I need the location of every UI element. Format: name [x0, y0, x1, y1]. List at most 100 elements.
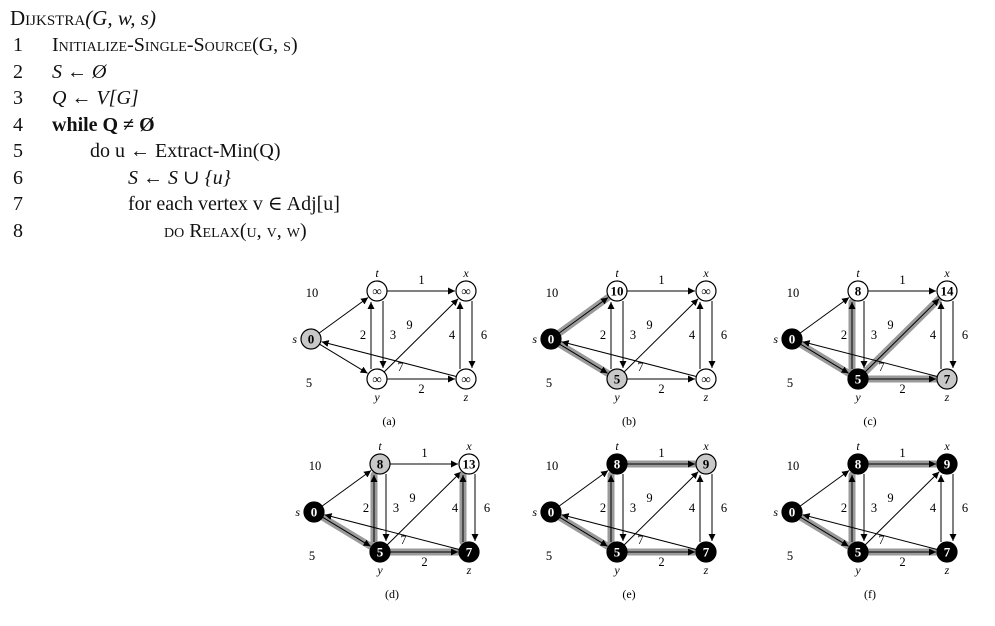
edge-weight-label: 7	[397, 360, 403, 374]
vertex-name: t	[615, 439, 619, 453]
panel-label: (e)	[622, 587, 635, 601]
edge-arrow	[864, 298, 940, 373]
edge-weight-label: 10	[546, 286, 559, 300]
vertex-node	[847, 280, 869, 302]
vertex-node	[606, 541, 628, 563]
edge-arrow	[623, 471, 699, 546]
edge-weight-label: 1	[899, 446, 905, 460]
vertex-name: t	[375, 266, 379, 280]
algorithm-title: Dijkstra(G, w, s)	[10, 4, 156, 32]
edge-weight-label: 9	[406, 318, 412, 332]
vertex-name: z	[463, 390, 469, 404]
edge-weight-label: 9	[409, 491, 415, 505]
vertex-name: t	[615, 266, 619, 280]
edge-weight-label: 6	[962, 501, 968, 515]
vertex-value: ∞	[701, 372, 710, 387]
edge-arrow	[324, 513, 460, 550]
vertex-value: 0	[548, 332, 555, 347]
vertex-name: s	[532, 505, 537, 519]
line-number: 4	[13, 113, 23, 136]
vertex-value: 8	[614, 457, 621, 472]
vertex-value: ∞	[461, 284, 470, 299]
vertex-value: 10	[611, 284, 624, 299]
vertex-value: 0	[308, 332, 315, 347]
edge-weight-label: 6	[721, 328, 727, 342]
vertex-node	[936, 541, 958, 563]
edge-weight-label: 2	[841, 328, 847, 342]
vertex-name: z	[944, 390, 950, 404]
edge-weight-label: 4	[930, 501, 937, 515]
vertex-value: 5	[855, 372, 862, 387]
edge-weight-label: 5	[787, 376, 793, 390]
edge-weight-label: 1	[899, 273, 905, 287]
edge-arrow	[799, 297, 850, 334]
vertex-name: y	[613, 563, 620, 577]
edge-weight-label: 2	[899, 382, 905, 396]
edge-weight-label: 5	[787, 549, 793, 563]
vertex-value: 14	[941, 284, 955, 299]
edge-weight-label: 2	[363, 501, 369, 515]
edge-weight-label: 2	[658, 555, 664, 569]
edge-arrow	[558, 470, 609, 507]
code-text: Q ← V[G]	[52, 87, 139, 109]
edge-weight-label: 6	[962, 328, 968, 342]
algorithm-name: Dijkstra	[10, 6, 86, 30]
vertex-name: x	[943, 266, 950, 280]
vertex-name: y	[376, 563, 383, 577]
vertex-name: y	[613, 390, 620, 404]
line-number: 7	[13, 193, 23, 215]
vertex-value: ∞	[701, 284, 710, 299]
vertex-node	[695, 368, 717, 390]
edge-weight-label: 7	[637, 360, 643, 374]
edge-weight-label: 4	[930, 328, 937, 342]
edge-weight-label: 4	[689, 501, 696, 515]
edge-weight-label: 10	[546, 459, 559, 473]
edge-weight-label: 10	[306, 286, 319, 300]
vertex-name: t	[856, 439, 860, 453]
vertex-node	[369, 541, 391, 563]
vertex-name: z	[944, 563, 950, 577]
panel-label: (d)	[385, 587, 399, 601]
vertex-node	[936, 368, 958, 390]
vertex-value: 5	[614, 372, 621, 387]
vertex-value: 5	[377, 545, 384, 560]
edge-weight-label: 3	[393, 501, 399, 515]
edge-arrow	[623, 298, 699, 373]
vertex-node	[936, 280, 958, 302]
code-text: Initialize-Single-Source(G, s)	[52, 34, 298, 56]
code-text: while Q ≠ Ø	[52, 113, 155, 136]
panel-label: (b)	[622, 414, 636, 428]
line-number: 1	[13, 34, 23, 56]
edge-weight-label: 1	[421, 446, 427, 460]
vertex-value: ∞	[372, 284, 381, 299]
vertex-node	[695, 541, 717, 563]
vertex-name: y	[854, 390, 861, 404]
edge-arrow	[558, 297, 609, 334]
edge-weight-label: 9	[887, 491, 893, 505]
edge-weight-label: 7	[878, 533, 884, 547]
vertex-value: 7	[944, 545, 951, 560]
edge-arrow	[322, 516, 371, 547]
edge-weight-label: 5	[546, 376, 552, 390]
vertex-name: s	[295, 505, 300, 519]
edge-arrow	[800, 343, 849, 374]
edge-arrow	[864, 471, 940, 546]
edge-weight-label: 2	[841, 501, 847, 515]
vertex-node	[366, 280, 388, 302]
edge-arrow	[802, 340, 938, 377]
vertex-node	[847, 541, 869, 563]
vertex-value: 0	[548, 505, 555, 520]
vertex-node	[847, 368, 869, 390]
panel-label: (a)	[382, 414, 395, 428]
vertex-node	[366, 368, 388, 390]
vertex-node	[458, 541, 480, 563]
edge-weight-label: 9	[646, 491, 652, 505]
line-number: 8	[13, 219, 23, 242]
vertex-value: 5	[855, 545, 862, 560]
